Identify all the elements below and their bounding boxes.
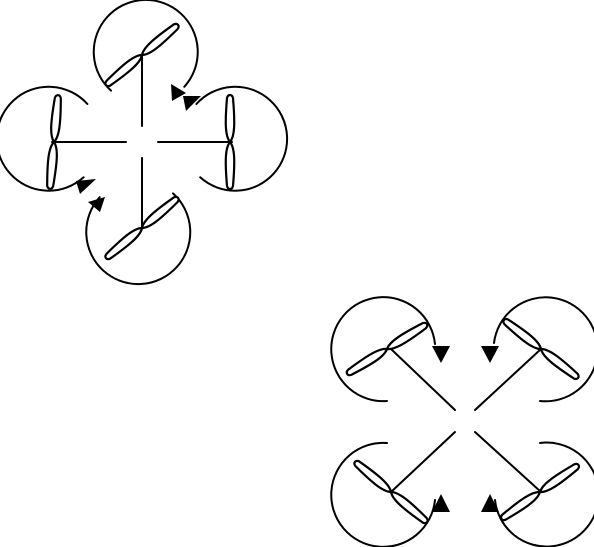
rotation-arrow-icon <box>171 84 186 101</box>
plus-rotor-bottom <box>85 192 192 286</box>
rotor-disc-bottom-right <box>494 441 594 547</box>
propeller-blade-bottom-right-a <box>538 462 581 494</box>
propeller-blade-top-left-b <box>345 347 389 377</box>
x-rotor-bottom-right <box>494 441 594 547</box>
propeller-blade-bottom-left-b <box>353 459 393 494</box>
plus-frame <box>51 55 233 229</box>
propeller-blade-right-b <box>224 93 236 144</box>
rotor-disc-right <box>195 85 289 192</box>
rotor-disc-left <box>0 85 89 192</box>
x-arm-top-right <box>474 348 542 411</box>
rotor-disc-bottom <box>85 192 192 286</box>
x-arm-bottom-right <box>474 431 542 493</box>
propeller-blade-top-b <box>104 53 144 88</box>
x-rotor-top-left <box>330 296 436 403</box>
propeller-blade-bottom-b <box>104 226 144 261</box>
propeller-blade-top-right-a <box>539 347 580 380</box>
x-rotor-bottom-left <box>330 441 436 547</box>
rotation-arrow-icon <box>183 96 201 111</box>
rotation-arrow-icon <box>432 346 450 363</box>
propeller-blade-bottom-right-b <box>499 490 542 522</box>
rotation-arrow-icon <box>88 197 105 212</box>
propeller-blade-bottom-a <box>140 195 180 230</box>
x-frame <box>390 348 542 493</box>
x-arm-bottom-left <box>390 431 456 493</box>
propeller-blade-left-b <box>50 94 62 144</box>
propeller-blade-right-a <box>224 140 236 191</box>
plus-rotor-right <box>195 85 289 192</box>
propeller-blade-top-left-a <box>385 321 429 351</box>
propeller-blade-left-a <box>46 140 58 190</box>
rotation-arrow-icon <box>432 494 450 512</box>
propeller-blade-top-right-b <box>502 318 543 351</box>
rotation-arrow-icon <box>481 346 499 363</box>
rotation-arrow-icon <box>481 494 499 512</box>
plus-configuration <box>0 0 289 286</box>
x-configuration <box>330 296 594 547</box>
rotor-disc-top-right <box>493 296 594 403</box>
rotor-disc-top <box>92 0 199 92</box>
propeller-blade-top-a <box>140 22 180 57</box>
rotation-arrow-icon <box>76 179 96 194</box>
x-rotor-top-right <box>493 296 594 403</box>
rotor-disc-top-left <box>330 296 436 403</box>
rotor-disc-bottom-left <box>330 441 436 547</box>
plus-rotor-left <box>0 85 89 192</box>
plus-rotor-top <box>92 0 199 92</box>
x-arm-top-left <box>390 348 456 411</box>
propeller-blade-bottom-left-a <box>389 490 429 525</box>
